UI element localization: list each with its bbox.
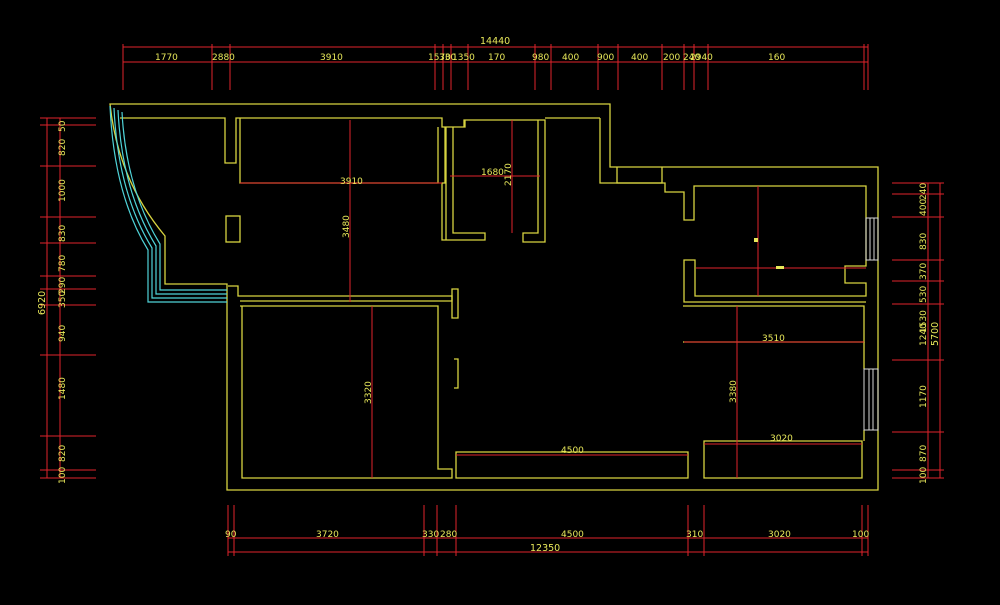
room1-height: 3480	[342, 215, 352, 238]
left-dim-label: 290	[58, 277, 68, 294]
top-dim-label: 200	[663, 53, 680, 63]
right-dim-label: 1530	[919, 310, 929, 333]
left-dim-label: 1480	[58, 377, 68, 400]
right-dim-label: 400	[919, 199, 929, 216]
left-dim-label: 940	[58, 325, 68, 342]
left-dim-label: 100	[58, 467, 68, 484]
bottom-dim-label: 310	[686, 530, 703, 540]
right-dim-label: 370	[919, 263, 929, 280]
top-dim-label: 3910	[320, 53, 343, 63]
right-dim-label: 240	[919, 183, 929, 200]
top-total-dim: 14440	[480, 36, 510, 47]
top-dim-label: 400	[631, 53, 648, 63]
marker-square	[754, 238, 758, 242]
top-dim-label: 1350	[452, 53, 475, 63]
left-dim-label: 820	[58, 139, 68, 156]
top-dim-label: 2880	[212, 53, 235, 63]
room3-height: 3380	[729, 380, 739, 403]
top-dim-label: 170	[488, 53, 505, 63]
cabinet2-width: 3020	[770, 434, 793, 444]
right-dim-label: 830	[919, 233, 929, 250]
room3-width: 3510	[762, 334, 785, 344]
room1-width: 3910	[340, 177, 363, 187]
top-dim-label: 900	[597, 53, 614, 63]
top-dim-label: 2940	[690, 53, 713, 63]
bottom-dim-label: 90	[225, 530, 237, 540]
bottom-dim-label: 330	[422, 530, 439, 540]
right-dim-label: 1240	[919, 323, 929, 346]
left-dim-label: 820	[58, 445, 68, 462]
top-dim-label: 240	[683, 53, 700, 63]
right-dim-label: 100	[919, 467, 929, 484]
left-dim-label: 350	[58, 291, 68, 308]
marker-bar	[776, 266, 784, 269]
room4-height: 3320	[364, 381, 374, 404]
left-dim-label: 1000	[58, 179, 68, 202]
top-dim-label: 400	[562, 53, 579, 63]
bottom-dim-label: 280	[440, 530, 457, 540]
top-dim-label: 980	[532, 53, 549, 63]
top-dim-label: 160	[768, 53, 785, 63]
bottom-dim-label: 4500	[561, 530, 584, 540]
bottom-dim-label: 3020	[768, 530, 791, 540]
bottom-total-dim: 12350	[530, 543, 560, 554]
bottom-dim-label: 3720	[316, 530, 339, 540]
top-dim-label: 1770	[155, 53, 178, 63]
left-total-dim: 6920	[37, 291, 48, 315]
bottom-dim-label: 100	[852, 530, 869, 540]
left-dim-label: 780	[58, 255, 68, 272]
interior-dimension-lines	[240, 120, 866, 478]
cabinet1-width: 4500	[561, 446, 584, 456]
room2-height: 2170	[504, 163, 514, 186]
left-dim-label: 50	[58, 120, 68, 132]
right-dim-label: 1170	[919, 385, 929, 408]
right-dim-label: 870	[919, 445, 929, 462]
top-dim-label: 1570	[428, 53, 451, 63]
top-dim-label: 330	[439, 53, 456, 63]
walls	[109, 103, 879, 491]
right-dim-label: 530	[919, 286, 929, 303]
bay-window	[109, 105, 227, 303]
left-dim-label: 830	[58, 225, 68, 242]
room2-width: 1680	[481, 168, 504, 178]
windows	[863, 217, 879, 431]
right-total-dim: 5700	[930, 322, 941, 346]
